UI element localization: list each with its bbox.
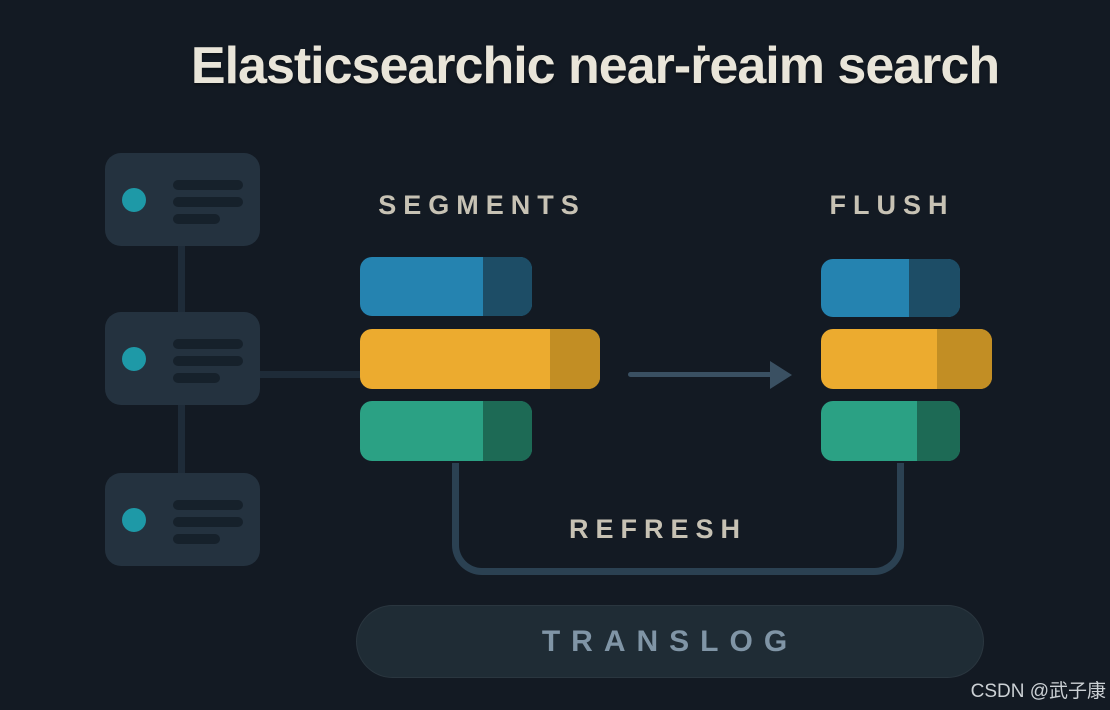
node-status-dot-icon <box>122 188 146 212</box>
segment-bar-blue <box>360 257 532 316</box>
node-text-line <box>173 534 220 544</box>
node-text-line <box>173 339 243 349</box>
flush-bar-green <box>821 401 960 461</box>
flush-bar-yellow <box>821 329 992 389</box>
node-text-line <box>173 373 220 383</box>
page-title: Elasticsearchic near-ṙeaim search <box>190 37 1000 95</box>
flush-bar-blue <box>821 259 960 317</box>
document-node-3 <box>105 473 260 566</box>
document-node-1 <box>105 153 260 246</box>
flush-label: FLUSH <box>829 190 955 220</box>
translog-pill: TRANSLOG <box>356 605 984 678</box>
segments-label: SEGMENTS <box>378 190 586 220</box>
translog-label: TRANSLOG <box>541 624 799 658</box>
node-text-line <box>173 214 220 224</box>
refresh-bracket <box>452 463 904 575</box>
node-text-line <box>173 500 243 510</box>
flush-arrow-line <box>628 372 773 377</box>
node-connector-vertical-1 <box>178 246 185 312</box>
segment-bar-cap <box>483 257 532 316</box>
node-connector-vertical-2 <box>178 405 185 473</box>
node-to-segments-connector <box>260 371 360 378</box>
segment-bar-cap <box>483 401 532 461</box>
node-text-line <box>173 180 243 190</box>
node-text-line <box>173 197 243 207</box>
segment-bar-yellow <box>360 329 600 389</box>
segment-bar-green <box>360 401 532 461</box>
node-status-dot-icon <box>122 347 146 371</box>
flush-bar-cap <box>909 259 960 317</box>
node-text-line <box>173 356 243 366</box>
refresh-label: REFRESH <box>568 514 747 544</box>
watermark: CSDN @武子康 <box>970 681 1106 702</box>
node-status-dot-icon <box>122 508 146 532</box>
flush-arrow-icon <box>770 361 792 389</box>
segment-bar-cap <box>550 329 600 389</box>
flush-bar-cap <box>917 401 960 461</box>
document-node-2 <box>105 312 260 405</box>
node-text-line <box>173 517 243 527</box>
flush-bar-cap <box>937 329 992 389</box>
